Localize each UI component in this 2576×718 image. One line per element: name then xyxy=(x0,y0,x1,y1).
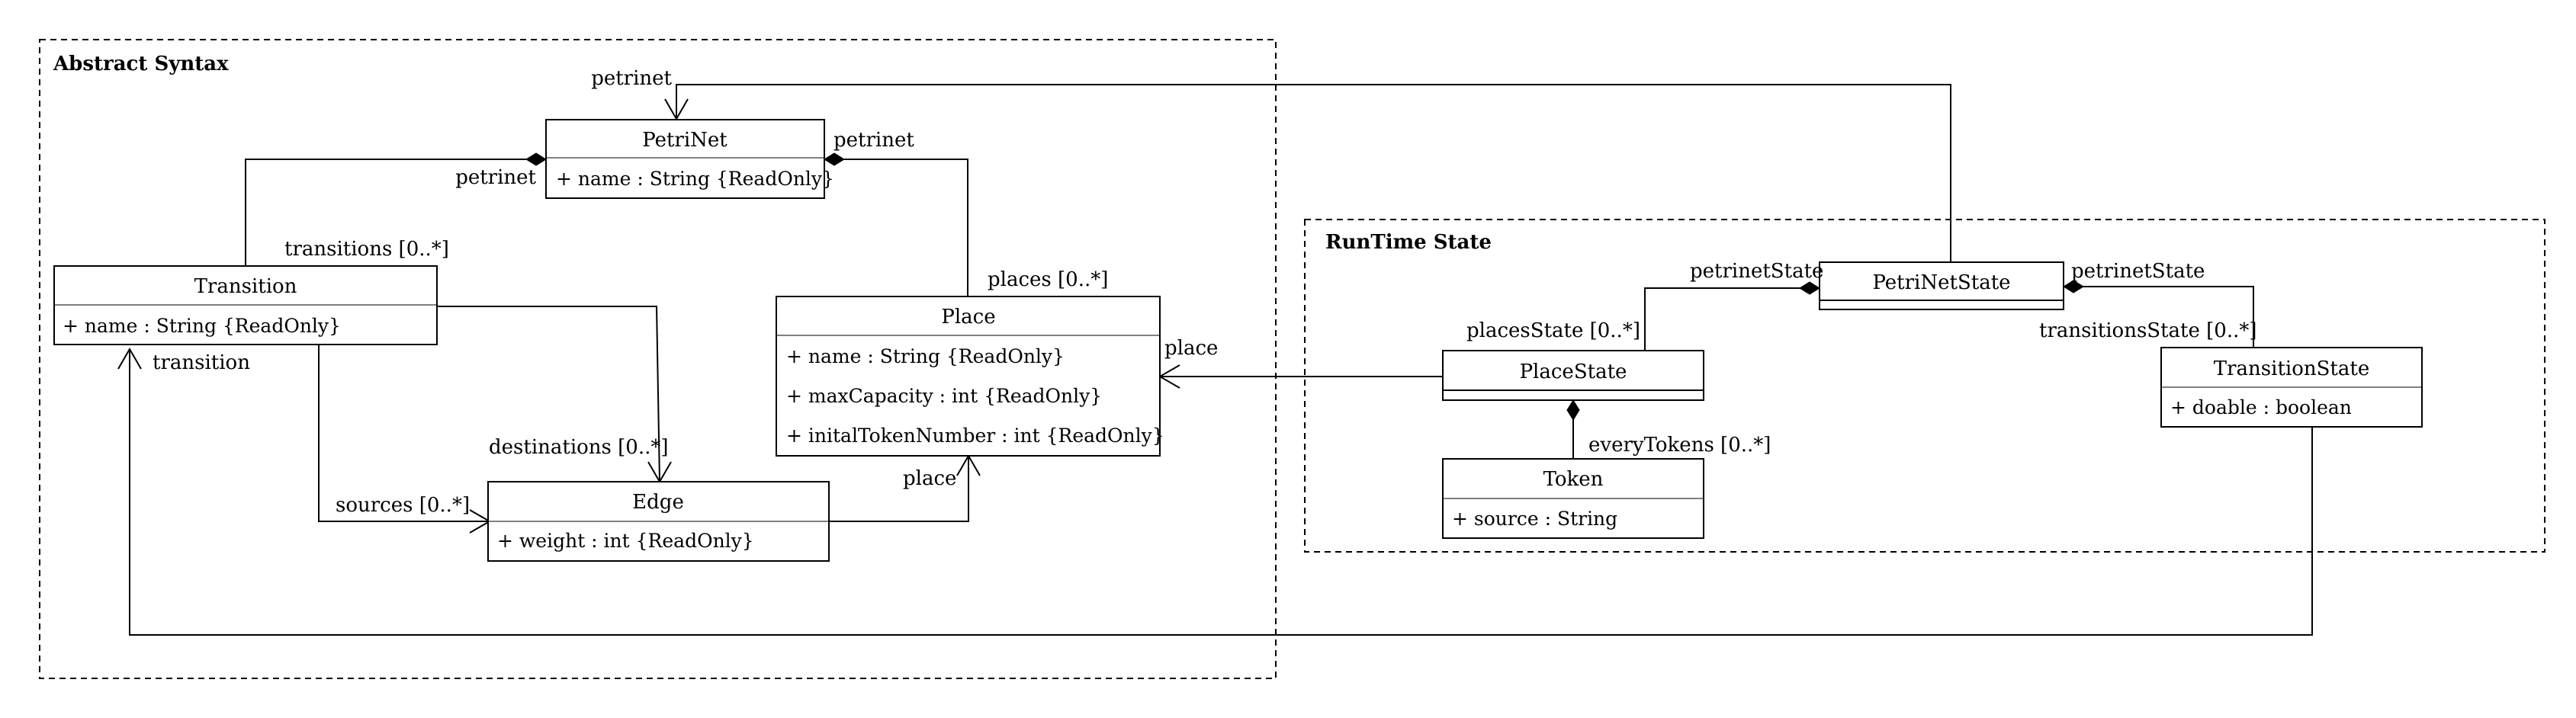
class-token: Token + source : String xyxy=(1442,458,1704,539)
role-edge-place: place xyxy=(903,467,956,490)
class-petrinet: PetriNet + name : String {ReadOnly} xyxy=(545,119,834,199)
class-transition: Transition + name : String {ReadOnly} xyxy=(53,265,438,345)
class-transition-name: Transition xyxy=(194,275,297,298)
class-attribute: + name : String {ReadOnly} xyxy=(63,315,341,337)
class-place: Place + name : String {ReadOnly} + maxCa… xyxy=(776,296,1164,457)
class-place-name: Place xyxy=(941,306,995,329)
connectors xyxy=(117,84,2313,636)
edge-placestate-petrinetstate xyxy=(1644,287,1820,351)
role-labels: petrinet petrinet petrinet transitions [… xyxy=(153,67,2257,517)
role-everytokens: everyTokens [0..*] xyxy=(1588,434,1771,457)
role-petrinet-top: petrinet xyxy=(591,67,672,90)
package-runtime-state: RunTime State xyxy=(1304,219,2545,553)
diamond-petrinetstate-left xyxy=(1799,281,1820,295)
class-attribute: + maxCapacity : int {ReadOnly} xyxy=(786,385,1102,407)
role-placesstate: placesState [0..*] xyxy=(1466,319,1640,342)
role-places: places [0..*] xyxy=(988,268,1108,291)
class-placestate-name: PlaceState xyxy=(1520,361,1627,383)
edge-transition-destinations xyxy=(437,306,660,482)
diamond-petrinet-left xyxy=(525,152,547,166)
class-transitionstate-name: TransitionState xyxy=(2214,357,2369,380)
role-petrinet-right: petrinet xyxy=(834,129,914,152)
role-petrinetstate-left: petrinetState xyxy=(1690,260,1823,283)
class-attribute: + name : String {ReadOnly} xyxy=(786,345,1065,367)
diamond-petrinetstate-right xyxy=(2063,280,2084,293)
class-attribute: + source : String xyxy=(1452,508,1617,530)
edge-transitionstate-transition xyxy=(129,349,2313,636)
class-placestate: PlaceState xyxy=(1442,350,1704,401)
role-destinations: destinations [0..*] xyxy=(489,436,669,459)
role-petrinet-left: petrinet xyxy=(455,166,536,189)
edge-transition-petrinet xyxy=(245,159,526,266)
diamond-placestate-bottom xyxy=(1566,399,1580,421)
package-abstract-syntax-title: Abstract Syntax xyxy=(53,53,229,75)
diamond-petrinet-right xyxy=(824,152,845,166)
role-transitions: transitions [0..*] xyxy=(284,238,449,261)
composition-diamonds xyxy=(525,152,2084,421)
package-abstract-syntax: Abstract Syntax xyxy=(39,39,1277,679)
edge-place-petrinet xyxy=(844,159,968,296)
role-transition: transition xyxy=(153,351,250,374)
role-placestate-place: place xyxy=(1164,337,1218,360)
class-token-name: Token xyxy=(1543,468,1604,491)
edge-edge-place xyxy=(829,456,969,522)
class-attribute: + weight : int {ReadOnly} xyxy=(497,530,754,552)
class-attribute: + name : String {ReadOnly} xyxy=(556,168,834,190)
edge-transitionstate-petrinetstate xyxy=(2064,286,2254,348)
role-transitionsstate: transitionsState [0..*] xyxy=(2039,319,2257,342)
edge-petrinetstate-petrinet xyxy=(676,84,1951,262)
arrowhead-transition xyxy=(117,347,142,370)
class-attribute: + initalTokenNumber : int {ReadOnly} xyxy=(786,425,1164,447)
class-attribute: + doable : boolean xyxy=(2170,396,2352,418)
class-transitionstate: TransitionState + doable : boolean xyxy=(2160,347,2423,428)
role-petrinetstate-right: petrinetState xyxy=(2071,260,2205,283)
class-petrinet-name: PetriNet xyxy=(642,129,728,152)
class-edge: Edge + weight : int {ReadOnly} xyxy=(487,481,830,562)
class-edge-name: Edge xyxy=(632,491,684,514)
edge-transition-sources xyxy=(318,345,490,522)
class-petrinetstate-name: PetriNetState xyxy=(1872,271,2010,294)
class-petrinetstate: PetriNetState xyxy=(1819,261,2064,310)
package-runtime-state-title: RunTime State xyxy=(1325,231,1492,254)
role-sources: sources [0..*] xyxy=(336,494,470,517)
